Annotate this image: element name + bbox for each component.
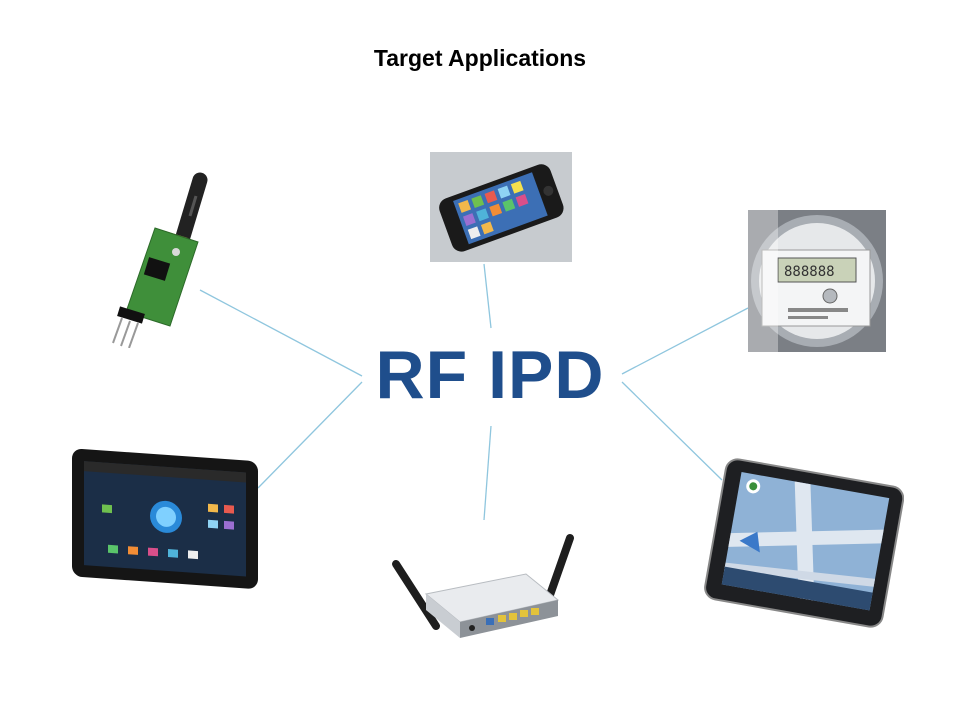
- smartphone-icon: [430, 152, 572, 262]
- center-label: RF IPD: [340, 336, 640, 414]
- svg-text:888888: 888888: [784, 264, 835, 280]
- wifi-router-icon: [388, 530, 584, 660]
- gps-navigator-icon: [704, 456, 904, 632]
- connector-smart-meter: [622, 308, 748, 374]
- tablet-icon: [68, 446, 262, 590]
- connector-router: [484, 426, 491, 520]
- rf-module-icon: [100, 168, 230, 348]
- smart-meter-icon: 888888: [748, 210, 886, 352]
- connector-smartphone: [484, 264, 491, 328]
